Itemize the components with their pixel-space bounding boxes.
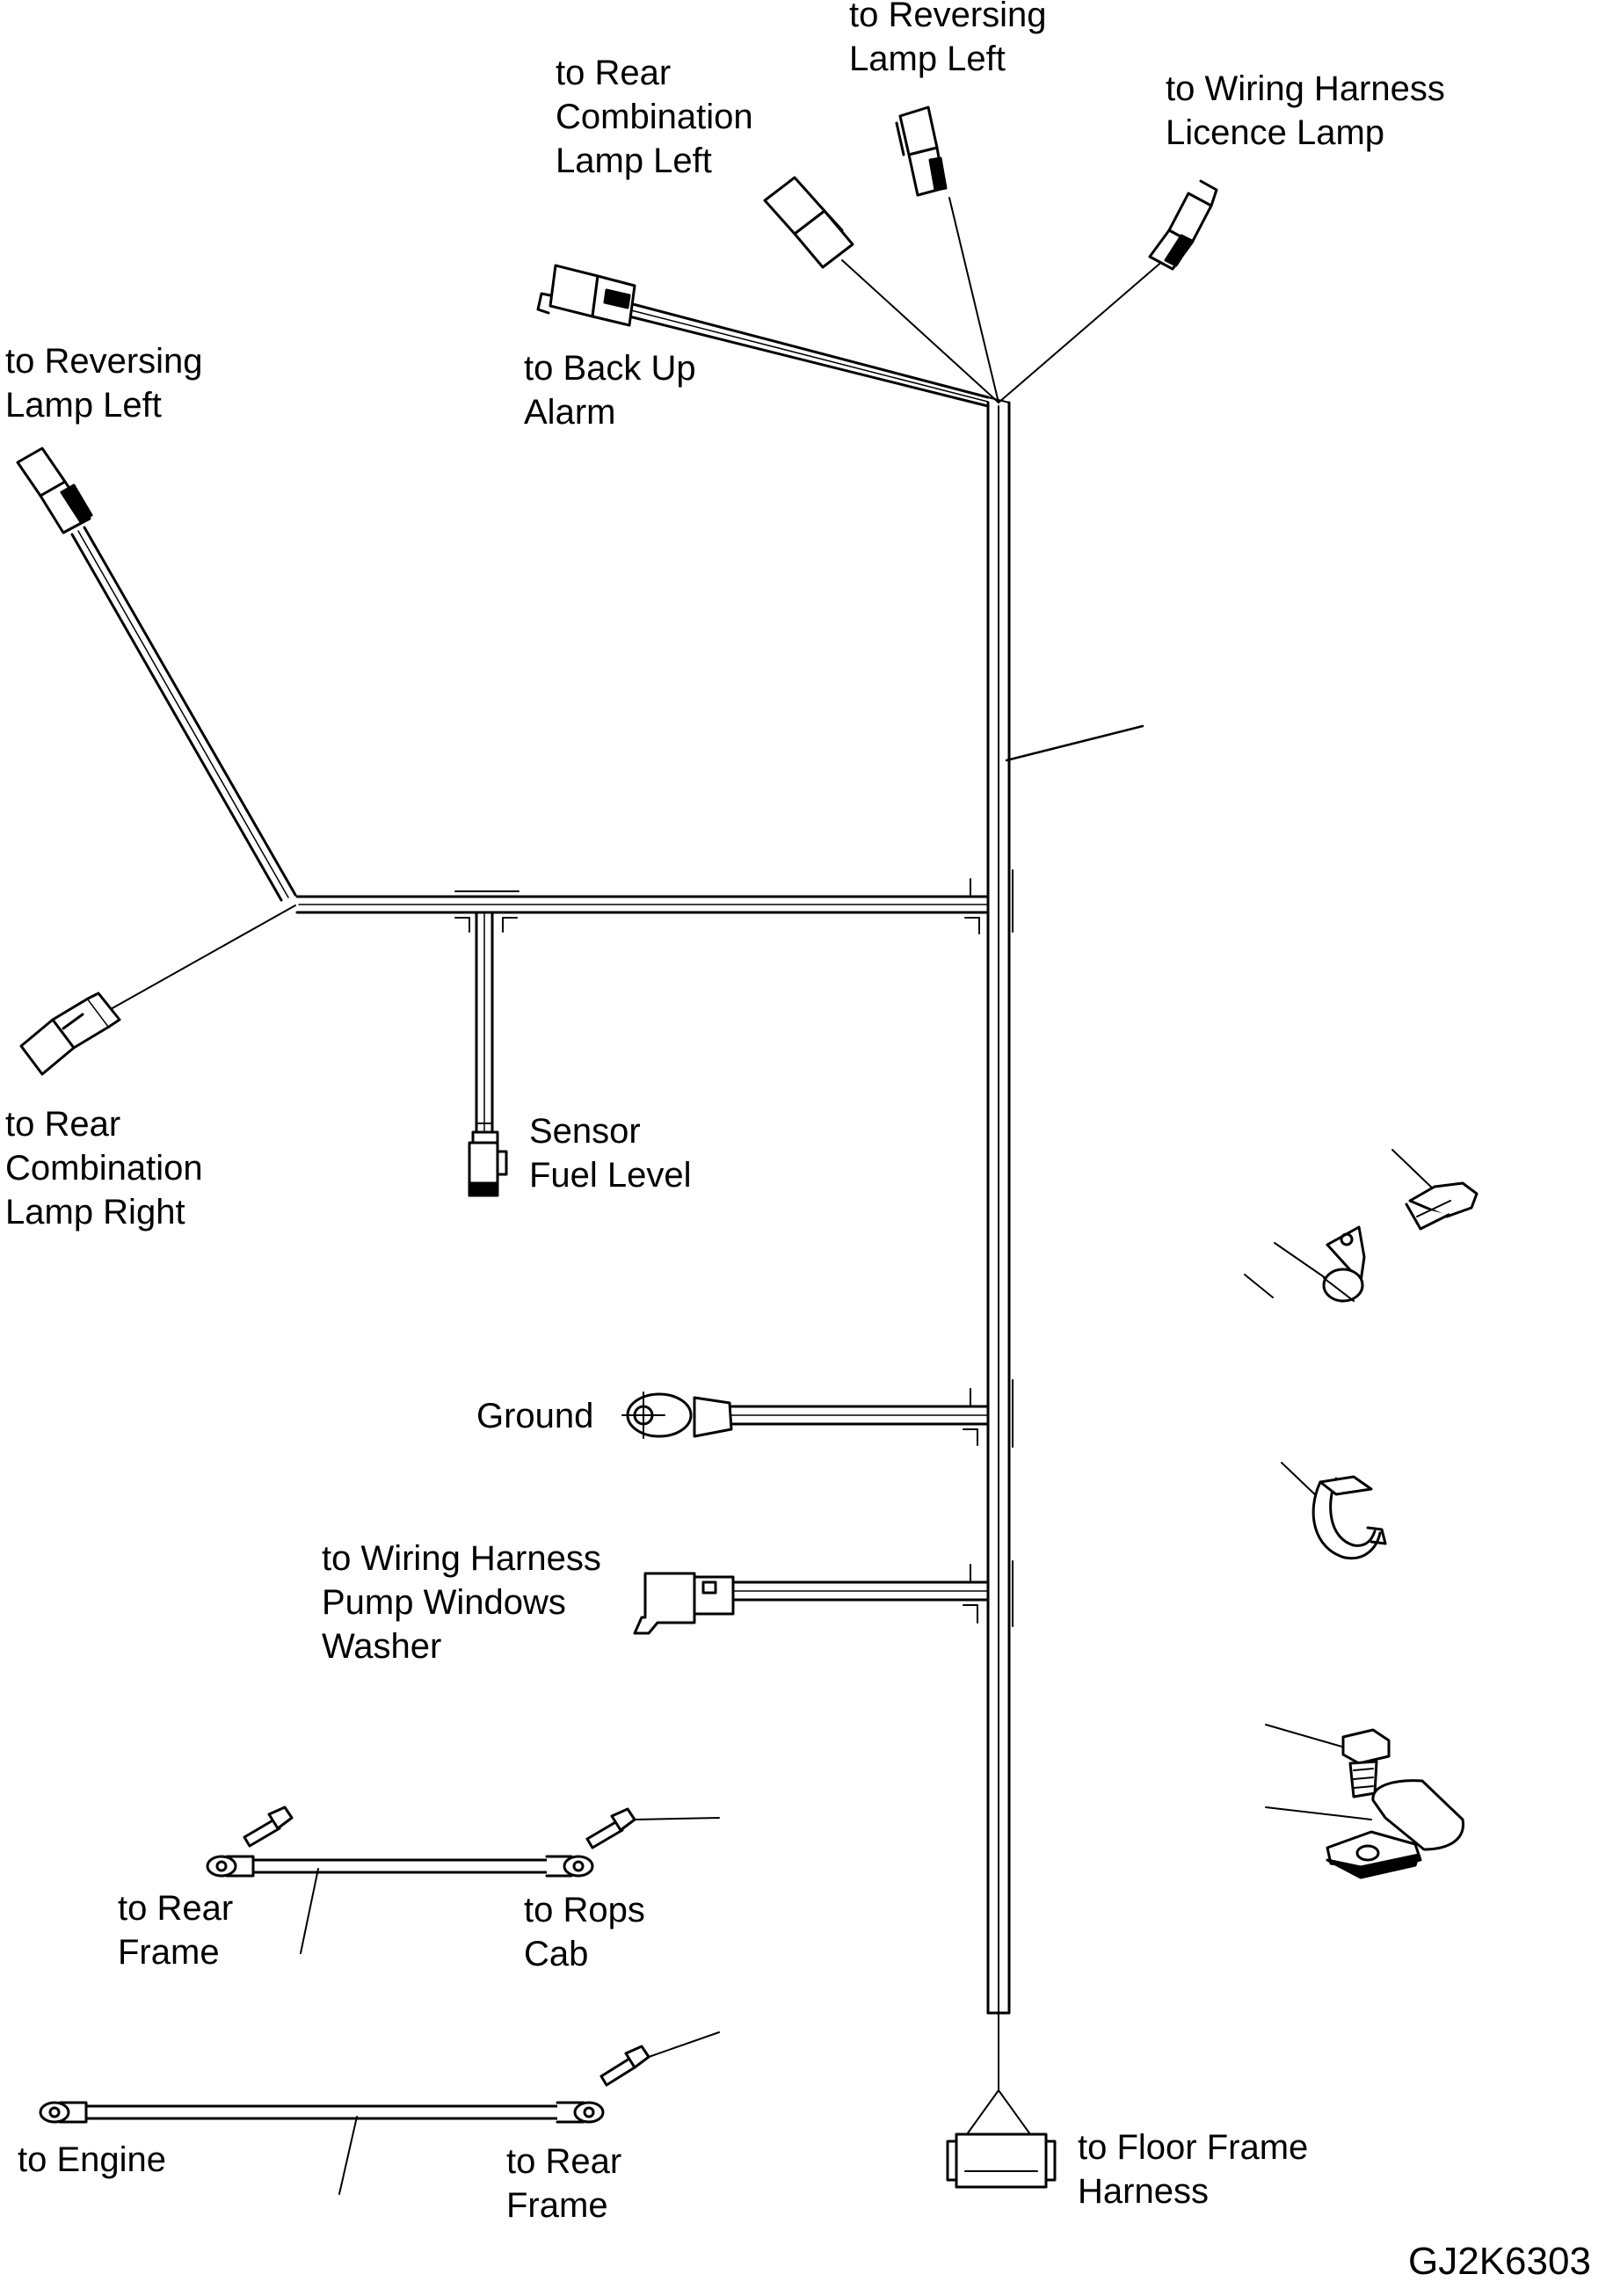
label-reversing-lamp-left-top: to Reversing Lamp Left bbox=[849, 0, 1047, 81]
label-line: to Back Up bbox=[524, 349, 696, 388]
label-engine: to Engine bbox=[18, 2138, 166, 2182]
rops-cab-strap bbox=[206, 1806, 720, 1954]
label-line: Combination bbox=[556, 98, 753, 136]
label-line: Lamp Left bbox=[849, 40, 1006, 78]
reversing-lamp-side-connector bbox=[16, 447, 93, 534]
label-line: Frame bbox=[506, 2186, 608, 2225]
label-wiring-harness-licence: to Wiring Harness Licence Lamp bbox=[1166, 67, 1445, 155]
label-rear-combination-right: to Rear Combination Lamp Right bbox=[5, 1102, 203, 1234]
band-clamp-part bbox=[1281, 1462, 1387, 1560]
label-sensor-fuel-level: Sensor Fuel Level bbox=[529, 1109, 692, 1197]
rear-combination-right-connector bbox=[19, 992, 121, 1076]
label-rear-combination-left: to Rear Combination Lamp Left bbox=[556, 51, 753, 183]
label-line: Sensor bbox=[529, 1112, 641, 1151]
label-rear-frame-upper: to Rear Frame bbox=[118, 1886, 233, 1974]
label-line: Fuel Level bbox=[529, 1156, 692, 1195]
fuel-sensor-branch bbox=[468, 911, 508, 1197]
label-line: to Engine bbox=[18, 2140, 167, 2179]
label-line: to Floor Frame bbox=[1078, 2128, 1309, 2167]
label-line: Cab bbox=[524, 1935, 589, 1973]
ground-branch bbox=[621, 1379, 1014, 1448]
label-line: Pump Windows bbox=[322, 1583, 566, 1622]
label-line: to Rear bbox=[556, 54, 672, 92]
back-up-alarm-connector bbox=[536, 264, 636, 327]
engine-strap bbox=[39, 2031, 720, 2195]
label-line: Frame bbox=[118, 1933, 220, 1972]
label-rops-cab: to Rops Cab bbox=[524, 1888, 645, 1976]
licence-lamp-connector bbox=[1148, 179, 1218, 271]
label-reversing-lamp-left-side: to Reversing Lamp Left bbox=[5, 339, 203, 427]
leader-lines bbox=[1244, 1274, 1274, 1298]
label-back-up-alarm: to Back Up Alarm bbox=[524, 346, 696, 434]
label-line: Lamp Right bbox=[5, 1193, 185, 1232]
reversing-lamp-top-connector bbox=[895, 105, 948, 197]
label-line: Washer bbox=[322, 1627, 442, 1666]
label-line: Combination bbox=[5, 1149, 203, 1188]
main-trunk bbox=[986, 401, 1144, 2015]
top-branches bbox=[628, 197, 1166, 408]
p-clip-and-bolt-part bbox=[1265, 1724, 1464, 1879]
label-line: to Wiring Harness bbox=[1166, 69, 1445, 108]
label-line: to Reversing bbox=[5, 342, 203, 381]
label-rear-frame-lower: to Rear Frame bbox=[506, 2140, 621, 2227]
label-line: Lamp Left bbox=[5, 386, 162, 425]
label-line: Licence Lamp bbox=[1166, 113, 1385, 152]
label-wiring-harness-pump: to Wiring Harness Pump Windows Washer bbox=[322, 1537, 601, 1668]
label-line: Lamp Left bbox=[556, 142, 712, 180]
drawing-code: GJ2K6303 bbox=[1408, 2240, 1591, 2283]
clip-and-bolt-part bbox=[1274, 1149, 1479, 1303]
label-line: to Rear bbox=[506, 2142, 622, 2181]
label-floor-frame-harness: to Floor Frame Harness bbox=[1078, 2125, 1308, 2213]
floor-frame-connector bbox=[946, 2012, 1057, 2189]
label-line: to Rear bbox=[118, 1889, 234, 1928]
label-line: to Reversing bbox=[849, 0, 1047, 34]
label-ground: Ground bbox=[476, 1394, 593, 1438]
label-line: to Rops bbox=[524, 1891, 645, 1929]
label-line: Alarm bbox=[524, 393, 616, 432]
left-branch bbox=[70, 526, 1014, 1010]
rear-combination-left-connector bbox=[763, 176, 854, 269]
label-line: Ground bbox=[476, 1397, 594, 1435]
label-line: to Rear bbox=[5, 1105, 121, 1144]
pump-washer-branch bbox=[633, 1560, 1014, 1635]
label-line: to Wiring Harness bbox=[322, 1539, 601, 1578]
label-line: Harness bbox=[1078, 2172, 1209, 2211]
